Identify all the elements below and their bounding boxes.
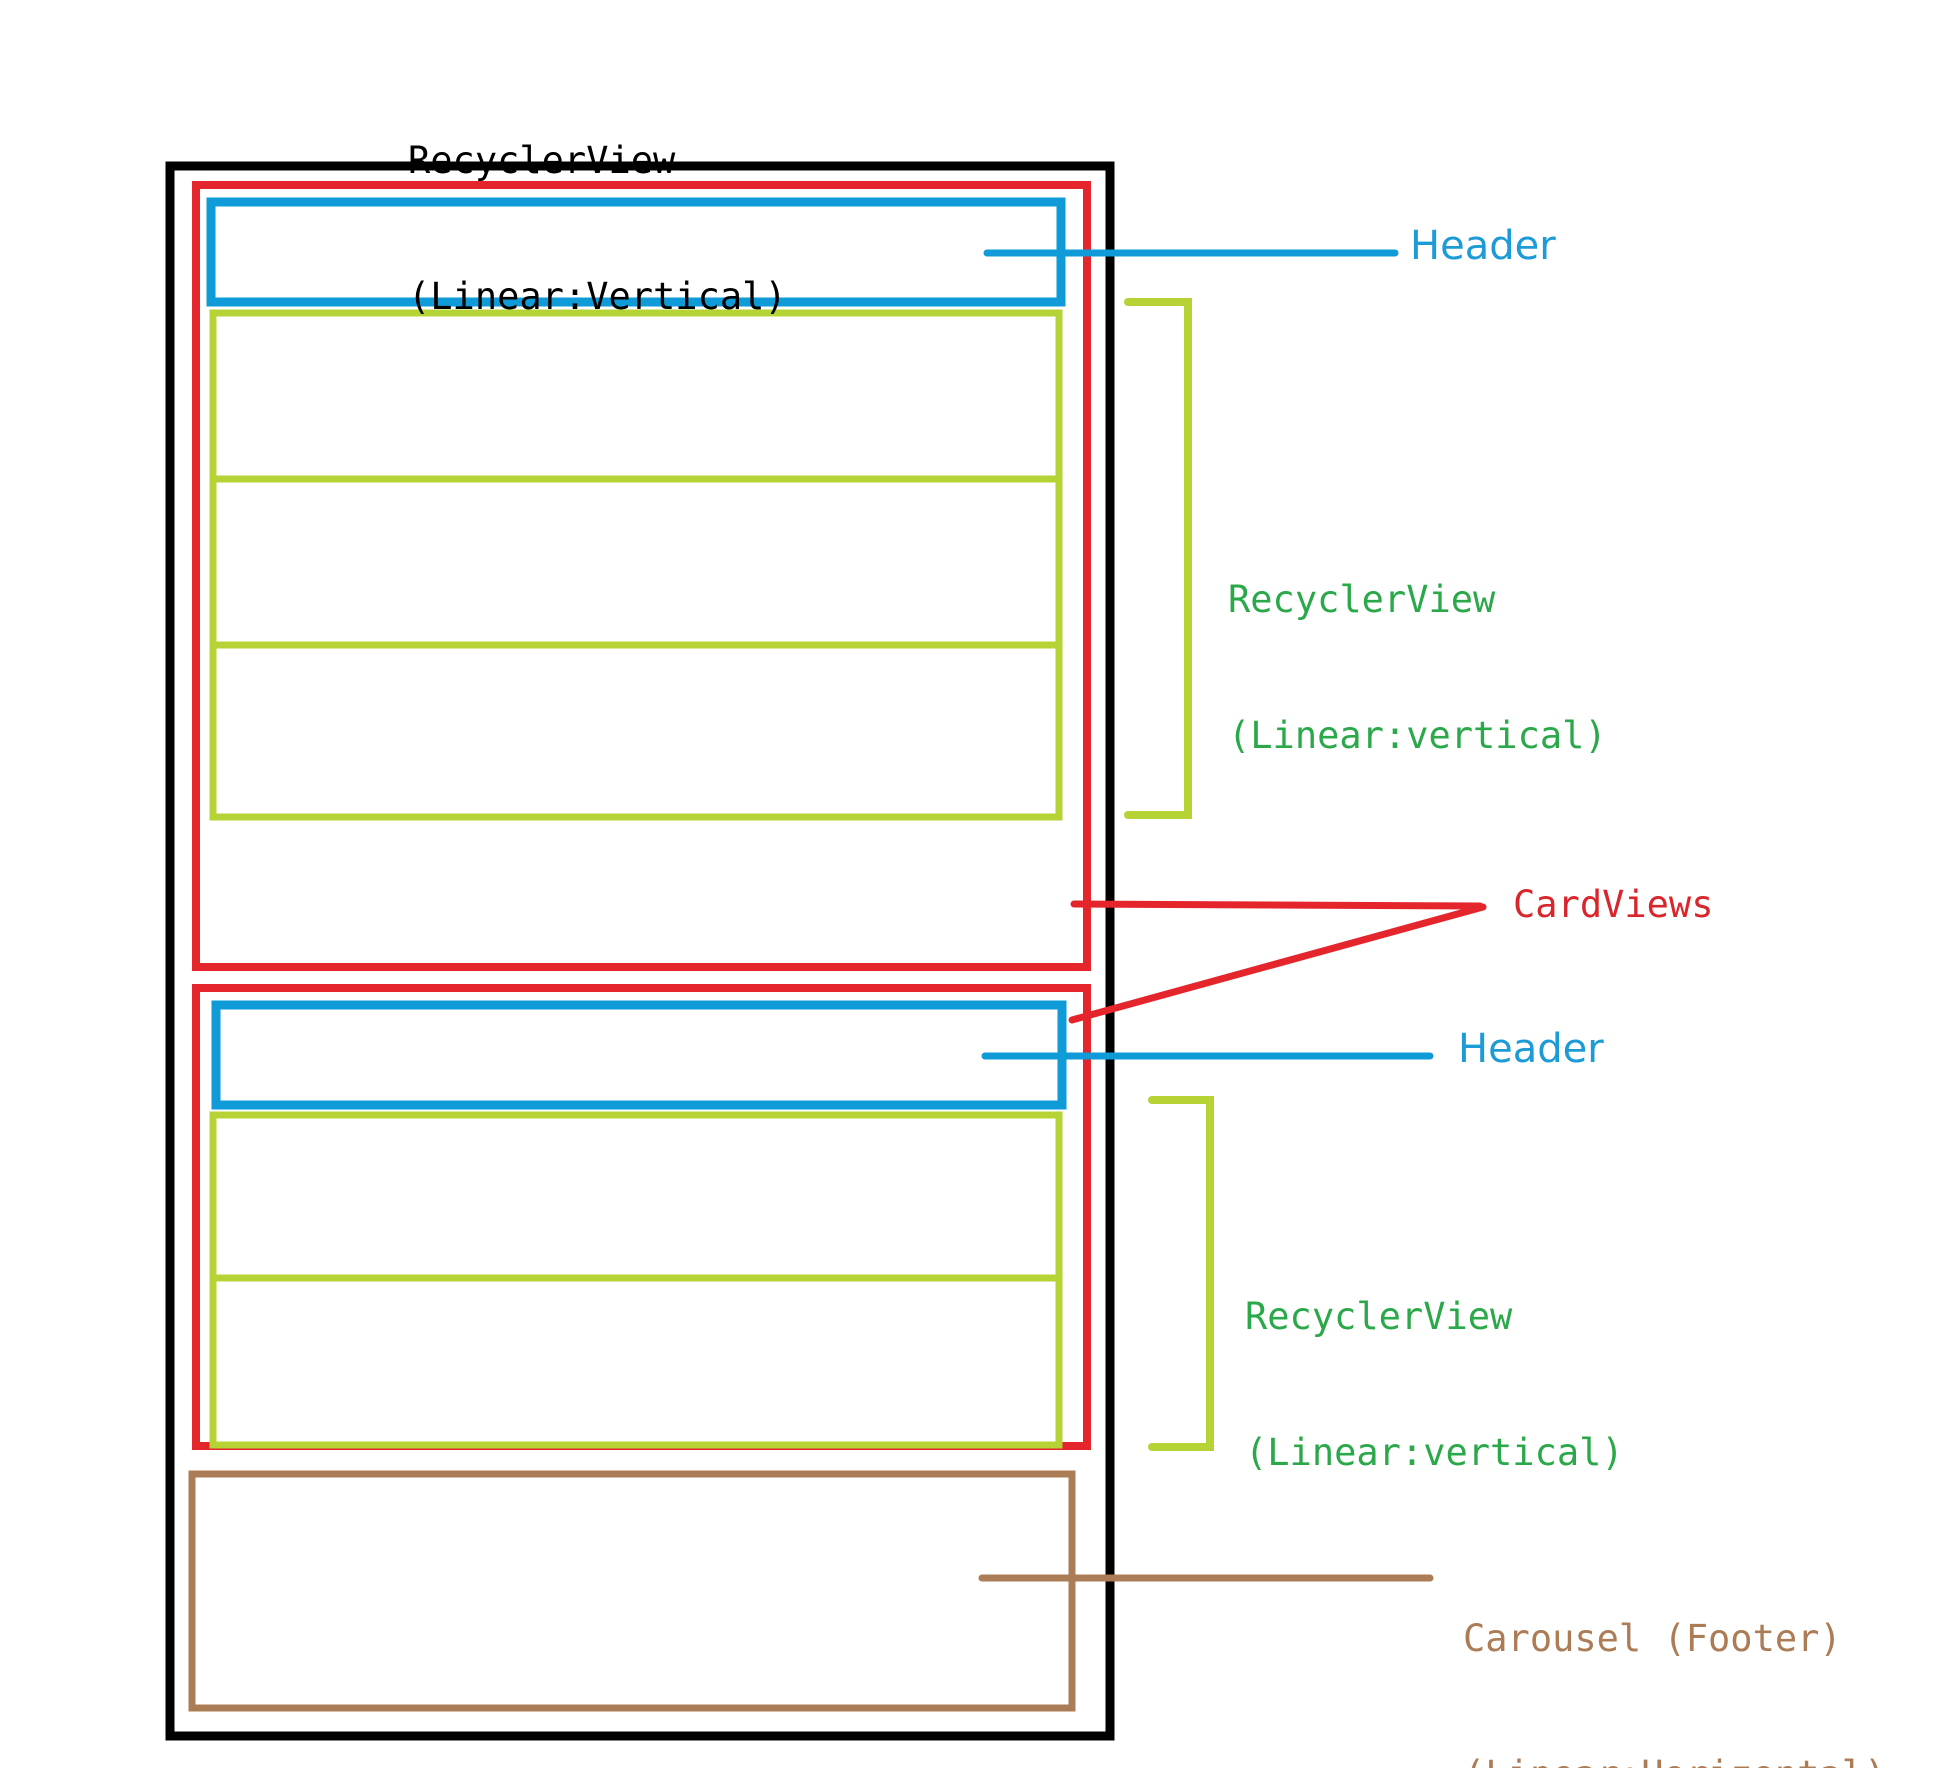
carousel-footer-outline (188, 1470, 1076, 1712)
header-2-label: Header (1458, 1026, 1604, 1072)
list-item-2-2 (209, 1274, 1063, 1449)
nested-recycler-2-label-line-2: (Linear:vertical) (1245, 1430, 1624, 1474)
nested-recycler-1-bracket (1124, 298, 1192, 819)
cardviews-label: CardViews (1513, 883, 1714, 926)
header-2-outline (211, 1000, 1067, 1110)
nested-recycler-2-label: RecyclerView (Linear:vertical) (1245, 1204, 1624, 1565)
header-1-label: Header (1410, 223, 1556, 269)
list-item-2-1 (209, 1111, 1063, 1282)
root-title: RecyclerView (Linear:Vertical) (408, 48, 787, 409)
root-title-line-1: RecyclerView (408, 139, 676, 183)
root-title-line-2: (Linear:Vertical) (408, 274, 787, 318)
cardviews-leader-line-horizontal (1070, 900, 1484, 910)
cardviews-leader-line-diagonal (1068, 903, 1487, 1024)
nested-recycler-2-label-line-1: RecyclerView (1245, 1295, 1513, 1339)
nested-recycler-1-label: RecyclerView (Linear:vertical) (1228, 487, 1607, 848)
cardview-1-outline (192, 181, 1091, 971)
carousel-footer-label-line-2: (Linear:Horizontal) (1463, 1752, 1886, 1768)
nested-recycler-1-label-line-2: (Linear:vertical) (1228, 713, 1607, 757)
nested-recycler-2-bracket (1148, 1096, 1214, 1451)
list-item-1-2 (209, 475, 1063, 649)
list-item-1-3 (209, 641, 1063, 821)
carousel-footer-label: Carousel (Footer) (Linear:Horizontal) (1463, 1526, 1886, 1768)
root-recyclerview-frame (165, 161, 1115, 1741)
carousel-footer-label-line-1: Carousel (Footer) (1463, 1617, 1842, 1661)
nested-recycler-1-label-line-1: RecyclerView (1228, 578, 1496, 622)
cardview-2-outline (192, 984, 1091, 1450)
